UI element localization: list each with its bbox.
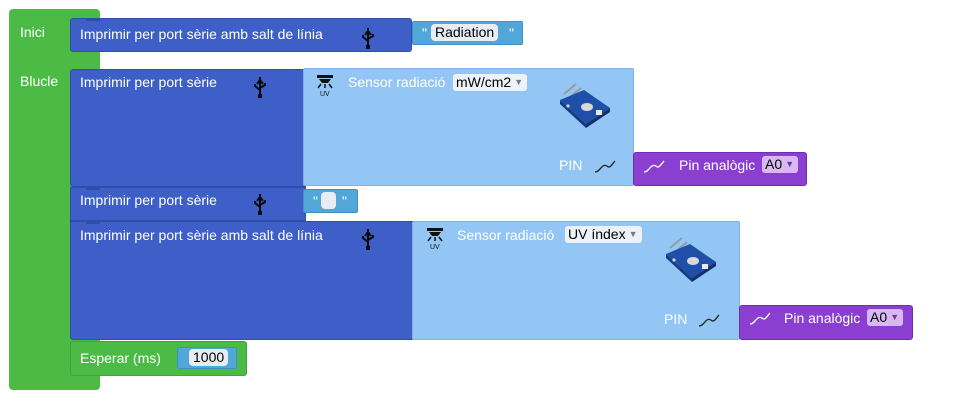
- connector-notch: [86, 221, 100, 224]
- sensor-2-unit-value: UV índex: [568, 226, 626, 242]
- wait-ms-field[interactable]: 1000: [189, 349, 229, 366]
- connector-notch: [86, 187, 100, 190]
- analog-wave-icon: [698, 314, 720, 327]
- analog-pin-2-value: A0: [870, 309, 888, 325]
- analog-wave-icon: [594, 160, 616, 173]
- chevron-down-icon: ▼: [890, 312, 900, 322]
- usb-icon: [362, 28, 374, 49]
- analog-pin-1-dropdown[interactable]: A0 ▼: [762, 156, 799, 173]
- loop-print-block-1[interactable]: [70, 69, 306, 187]
- setup-label: Inici: [20, 24, 45, 40]
- loop-label: Blucle: [20, 73, 59, 89]
- chevron-down-icon: ▼: [514, 77, 524, 87]
- sensor-1-label: Sensor radiació: [348, 74, 446, 90]
- loop-print-block-2[interactable]: [70, 187, 306, 221]
- uv-lamp-icon: UV: [317, 75, 333, 97]
- usb-icon: [254, 77, 266, 98]
- analog-pin-1-value: A0: [765, 156, 783, 172]
- loop-print-2-label: Imprimir per port sèrie: [80, 192, 217, 208]
- sensor-1-unit-dropdown[interactable]: mW/cm2 ▼: [453, 74, 528, 91]
- analog-pin-2-label: Pin analògic: [784, 310, 861, 326]
- sensor-1-pin-label: PIN: [559, 157, 583, 173]
- sensor-1-unit-value: mW/cm2: [456, 74, 512, 90]
- usb-icon: [254, 194, 266, 215]
- sensor-2-pin-label: PIN: [664, 311, 688, 327]
- analog-wave-icon: [643, 160, 665, 173]
- analog-pin-1-label: Pin analògic: [679, 157, 756, 173]
- string-open-quote: ": [422, 25, 427, 41]
- uv-lamp-icon: UV: [427, 228, 443, 250]
- string-field-radiation[interactable]: Radiation: [431, 24, 499, 41]
- setup-print-ln-label: Imprimir per port sèrie amb salt de líni…: [80, 26, 323, 42]
- sensor-2-label: Sensor radiació: [457, 227, 555, 243]
- string-open-quote: ": [313, 193, 318, 209]
- analog-wave-icon: [749, 312, 771, 325]
- loop-print-3-label: Imprimir per port sèrie amb salt de líni…: [80, 227, 323, 243]
- loop-print-ln-block-3[interactable]: [70, 221, 415, 340]
- svg-text:UV: UV: [430, 244, 440, 250]
- usb-icon: [362, 229, 374, 250]
- string-close-quote: ": [342, 193, 347, 209]
- loop-print-1-label: Imprimir per port sèrie: [80, 74, 217, 90]
- sensor-board-image: [560, 83, 610, 128]
- string-close-quote: ": [509, 25, 514, 41]
- setup-print-ln-block[interactable]: [70, 18, 412, 52]
- analog-pin-2-dropdown[interactable]: A0 ▼: [867, 309, 904, 326]
- chevron-down-icon: ▼: [628, 229, 638, 239]
- chevron-down-icon: ▼: [785, 159, 795, 169]
- sensor-2-unit-dropdown[interactable]: UV índex ▼: [565, 226, 642, 243]
- svg-text:UV: UV: [320, 91, 330, 97]
- wait-label: Esperar (ms): [80, 350, 161, 366]
- connector-notch: [86, 18, 100, 21]
- string-field-empty[interactable]: [321, 192, 336, 209]
- sensor-board-image: [666, 237, 716, 282]
